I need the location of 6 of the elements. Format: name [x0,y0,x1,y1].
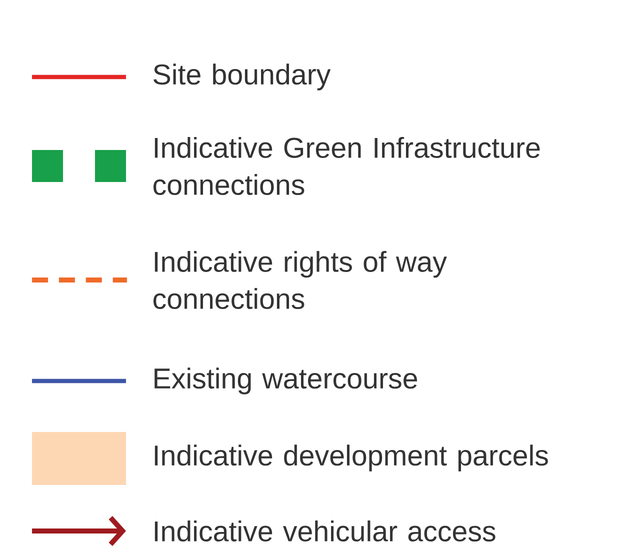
legend-text: Indicative development parcels [154,444,548,472]
legend-text: Indicative Green Infrastructure connections [153,136,540,196]
legend-text: Indicative rights of way connections [153,250,447,310]
legend-text: Site boundary [154,64,331,90]
legend-text: Indicative vehicular access [154,520,496,542]
legend-text: Existing watercourse [154,368,418,394]
